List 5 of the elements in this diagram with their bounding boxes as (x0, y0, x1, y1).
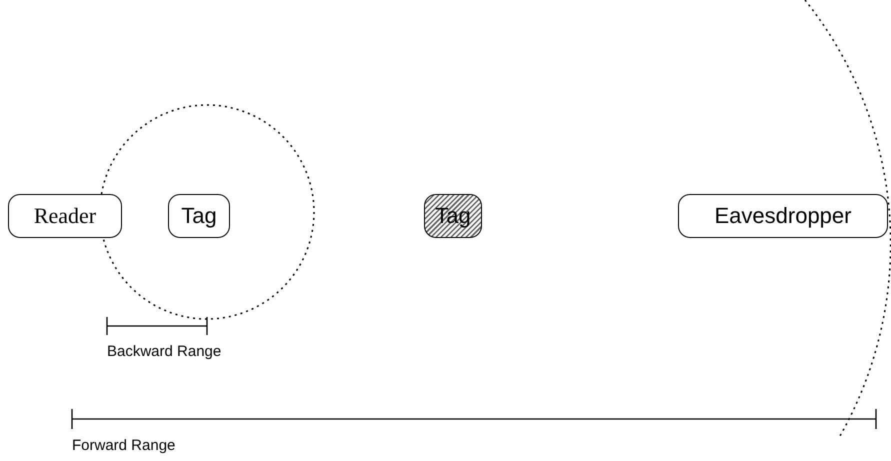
tag-box: Tag (168, 194, 230, 238)
dimension-label: Backward Range (107, 343, 222, 360)
reader-box: Reader (8, 194, 122, 238)
dimension-label: Forward Range (72, 437, 176, 454)
eavesdropper-box: Eavesdropper (678, 194, 888, 238)
